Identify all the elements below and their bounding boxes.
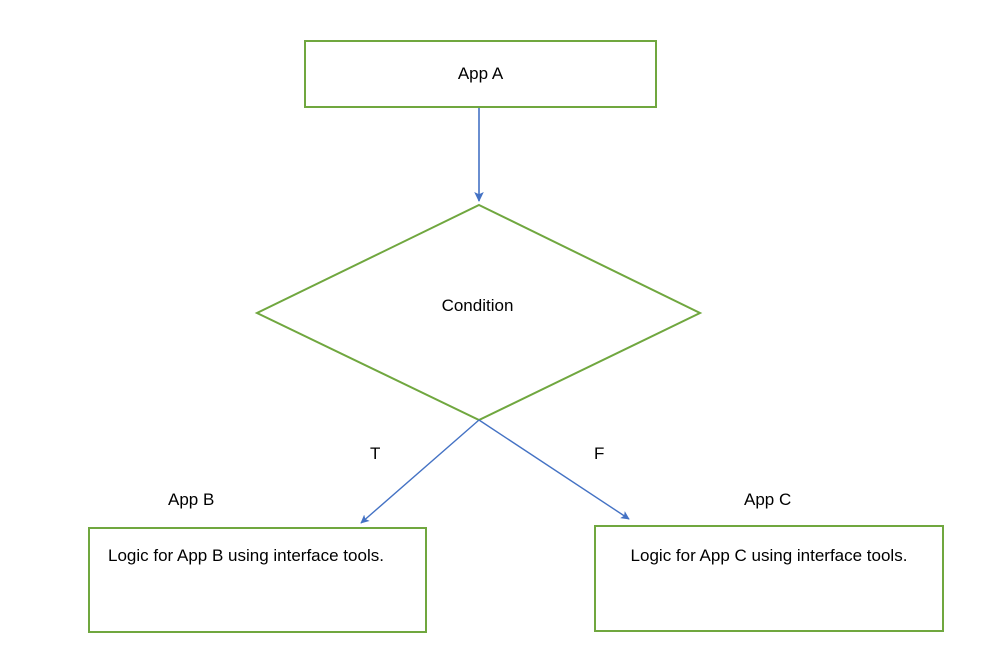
node-condition-label: Condition bbox=[441, 296, 514, 315]
node-condition[interactable]: Condition bbox=[0, 296, 1003, 316]
node-app-a[interactable]: App A bbox=[304, 40, 657, 108]
edge-label-true: T bbox=[370, 444, 381, 463]
node-app-c-label: Logic for App C using interface tools. bbox=[630, 546, 908, 565]
node-app-c[interactable]: Logic for App C using interface tools. bbox=[594, 525, 944, 632]
edge-condition-to-app-c bbox=[478, 419, 630, 520]
node-app-a-label: App A bbox=[457, 64, 504, 84]
condition-diamond-shape bbox=[254, 203, 703, 422]
caption-app-c: App C bbox=[744, 490, 792, 509]
node-app-b-label: Logic for App B using interface tools. bbox=[108, 546, 384, 565]
node-app-b[interactable]: Logic for App B using interface tools. bbox=[88, 527, 427, 633]
edge-label-false: F bbox=[594, 444, 605, 463]
caption-app-b: App B bbox=[168, 490, 215, 509]
edge-condition-to-app-b bbox=[360, 419, 480, 524]
